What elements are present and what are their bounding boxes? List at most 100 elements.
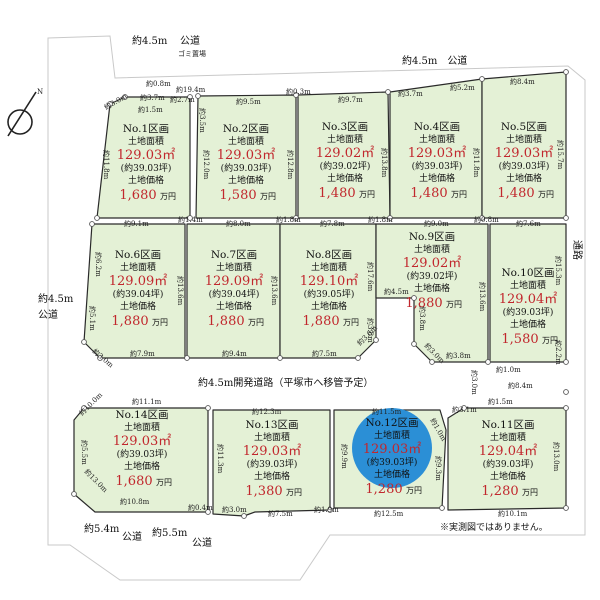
price-label: 土地価格 — [254, 470, 290, 482]
price-value: 1,580 — [219, 188, 256, 203]
dimension-label: 約15.7m — [556, 140, 565, 170]
dimension-label: 約5.1m — [88, 306, 97, 331]
dimension-label: 約3.0m — [470, 370, 479, 395]
price-value: 1,380 — [245, 484, 282, 499]
area-value: 129.09㎡ — [205, 274, 264, 289]
lot-name: No.14区画 — [115, 409, 168, 421]
road-top-left-width: 約4.5m — [132, 34, 168, 47]
lot-name: No.1区画 — [123, 123, 169, 135]
road-top-right-label: 約4.5m 公道 — [402, 54, 467, 67]
dimension-label: 約11.3m — [216, 444, 225, 474]
dimension-label: 約4.5m — [384, 287, 409, 296]
price-value: 1,280 — [481, 484, 518, 499]
road-right-label: 通路 — [571, 240, 584, 260]
dimension-label: 約1.5m — [138, 105, 163, 114]
dimension-labels: 約0.8m 約19.4m 約3.7m 約3.0m 約1.5m 約2.7m 約3.… — [77, 77, 565, 518]
tsubo-value: (約39.03坪) — [247, 458, 298, 470]
price-unit: 万円 — [542, 336, 558, 345]
lot-name: No.4区画 — [414, 121, 460, 133]
price-value: 1,480 — [497, 186, 534, 201]
road-center-label: 約4.5m開発道路（平塚市へ移管予定） — [198, 376, 373, 389]
tsubo-value: (約39.03坪) — [221, 162, 272, 174]
dimension-label: 約13.8m — [380, 148, 389, 178]
area-label: 土地面積 — [490, 431, 526, 443]
area-value: 129.02㎡ — [403, 256, 462, 271]
area-value: 129.04㎡ — [479, 444, 538, 459]
dimension-label: 約13.6m — [176, 276, 185, 306]
area-label: 土地面積 — [128, 135, 164, 147]
dimension-label: 約8.0m — [226, 219, 251, 228]
price-value: 1,280 — [365, 482, 402, 497]
lot-name: No.12区画 — [365, 417, 418, 429]
lot-8-shape[interactable] — [279, 223, 377, 359]
dimension-label: 約12.0m — [202, 150, 211, 180]
boundary-points — [71, 69, 569, 519]
price-unit: 万円 — [248, 318, 264, 327]
dimension-label: 約8.4m — [508, 381, 533, 390]
dimension-label: 約9.9m — [340, 444, 349, 469]
dimension-label: 約1.5m — [488, 397, 513, 406]
area-label: 土地面積 — [120, 261, 156, 273]
dimension-label: 約3.7m — [398, 89, 423, 98]
area-label: 土地面積 — [374, 429, 410, 441]
price-label: 土地価格 — [510, 318, 546, 330]
dimension-label: 約0.8m — [474, 215, 499, 224]
road-left-type: 公道 — [38, 308, 58, 321]
price-value: 1,580 — [501, 332, 538, 347]
lot-13-shape[interactable] — [212, 409, 331, 517]
area-label: 土地面積 — [216, 261, 252, 273]
area-label: 土地面積 — [124, 421, 160, 433]
compass-label: N — [37, 88, 43, 96]
price-unit: 万円 — [160, 192, 176, 201]
tsubo-value: (約39.03坪) — [499, 160, 550, 172]
lot-name: No.5区画 — [501, 121, 547, 133]
area-label: 土地面積 — [414, 243, 450, 255]
price-unit: 万円 — [156, 478, 172, 487]
dimension-label: 約0.3m — [286, 87, 311, 96]
dimension-label: 約1.8m — [368, 215, 393, 224]
dimension-label: 約17.6m — [366, 262, 375, 292]
area-value: 129.10㎡ — [300, 274, 359, 289]
price-unit: 万円 — [359, 190, 375, 199]
dimension-label: 約11.8m — [102, 150, 111, 180]
price-value: 1,880 — [302, 314, 339, 329]
dimension-label: 約12.8m — [286, 150, 295, 180]
price-unit: 万円 — [446, 300, 462, 309]
dimension-label: 約6.2m — [94, 252, 103, 277]
dimension-label: 約1.8m — [276, 215, 301, 224]
area-value: 129.03㎡ — [217, 148, 276, 163]
area-value: 129.03㎡ — [117, 148, 176, 163]
dimension-label: 約1.9m — [314, 505, 339, 514]
area-label: 土地面積 — [327, 133, 363, 145]
lot-9-shape[interactable] — [375, 223, 489, 363]
dimension-label: 約2.7m — [170, 95, 195, 104]
area-label: 土地面積 — [419, 133, 455, 145]
price-unit: 万円 — [343, 318, 359, 327]
dimension-label: 約11.5m — [372, 407, 402, 416]
dimension-label: 約10.1m — [498, 509, 528, 518]
road-bottom-b-type: 公道 — [192, 536, 212, 549]
dimension-label: 約7.5m — [312, 349, 337, 358]
price-label: 土地価格 — [120, 300, 156, 312]
area-value: 129.03㎡ — [495, 146, 554, 161]
area-value: 129.03㎡ — [243, 444, 302, 459]
disclaimer-note: ※実測図ではありません。 — [440, 521, 548, 533]
price-unit: 万円 — [406, 486, 422, 495]
dimension-label: 約5.5m — [80, 440, 89, 465]
lot-11-shape[interactable] — [447, 407, 567, 511]
